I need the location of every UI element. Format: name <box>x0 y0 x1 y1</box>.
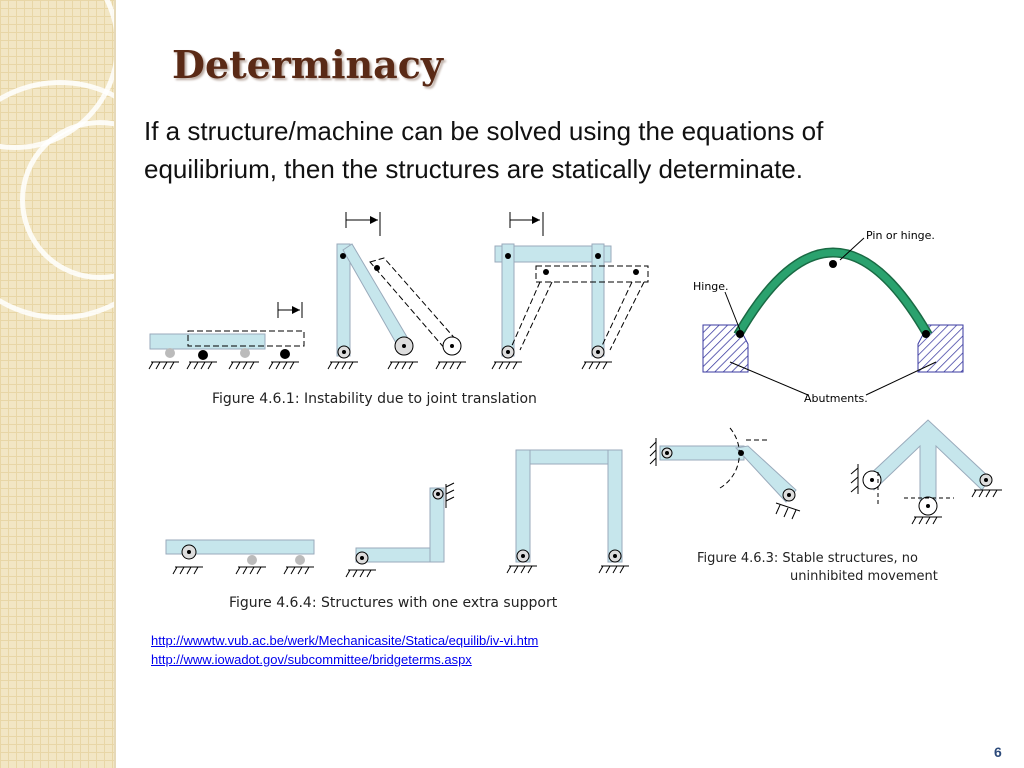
intro-line-2: equilibrium, then the structures are sta… <box>144 154 803 184</box>
arch-label-abutments: Abutments. <box>804 392 868 405</box>
arch-label-hinge: Hinge. <box>693 280 729 293</box>
figure-4-6-1: Figure 4.6.1: Instability due to joint t… <box>148 212 649 407</box>
figure-4-6-3-caption-line-1: Figure 4.6.3: Stable structures, no <box>697 551 918 566</box>
intro-line-1: If a structure/machine can be solved usi… <box>144 116 824 146</box>
arch-label-pin: Pin or hinge. <box>866 229 935 242</box>
page-number: 6 <box>994 744 1002 760</box>
intro-text: If a structure/machine can be solved usi… <box>144 112 984 188</box>
figure-4-6-3: Figure 4.6.3: Stable structures, no unin… <box>649 419 1003 584</box>
reference-link-vub[interactable]: http://wwwtw.vub.ac.be/werk/Mechanicasit… <box>151 633 539 648</box>
reference-link-iowadot[interactable]: http://www.iowadot.gov/subcommittee/brid… <box>151 652 472 667</box>
figure-4-6-4: Figure 4.6.4: Structures with one extra … <box>165 449 630 611</box>
decorative-sidebar <box>0 0 116 768</box>
figure-4-6-4-caption: Figure 4.6.4: Structures with one extra … <box>229 595 558 611</box>
arch-figure: Pin or hinge. Hinge. Abutments. <box>693 229 964 405</box>
figure-4-6-3-caption-line-2: uninhibited movement <box>790 569 938 584</box>
slide-title: Determinacy <box>172 42 443 87</box>
figure-4-6-1-caption: Figure 4.6.1: Instability due to joint t… <box>212 391 537 407</box>
